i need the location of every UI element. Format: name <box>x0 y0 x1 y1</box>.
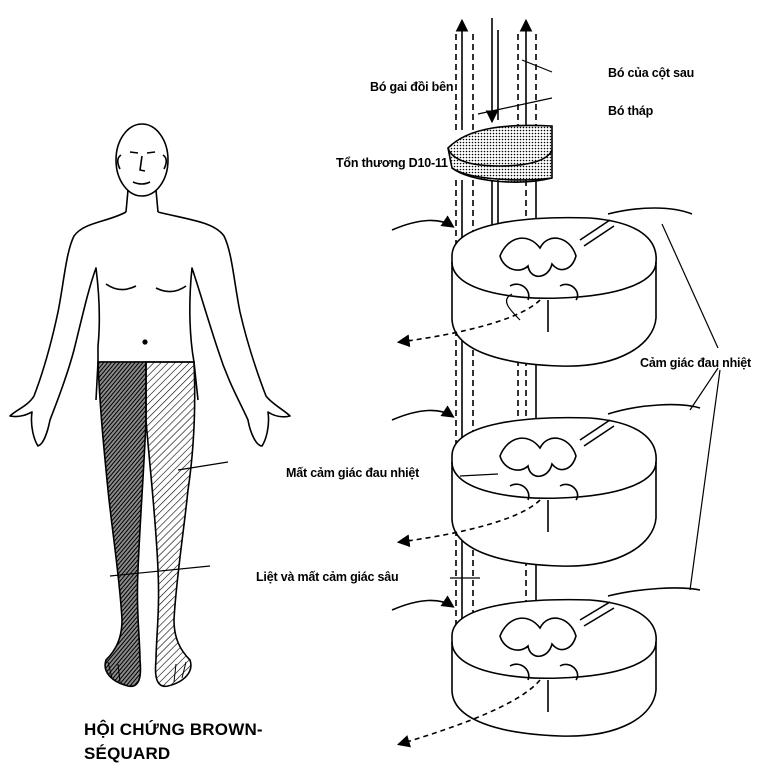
label-lesion: Tổn thương D10-11 <box>336 156 448 170</box>
lesion-disc <box>448 125 552 182</box>
segment-1 <box>392 208 692 366</box>
label-pain-temp: Cảm giác đau nhiệt <box>640 356 751 370</box>
label-loss-pain-temp: Mất cảm giác đau nhiệt <box>286 466 419 480</box>
right-leg-hatched <box>146 362 195 686</box>
title-line-2: SÉQUARD <box>84 742 263 766</box>
diagram-title: HỘI CHỨNG BROWN- SÉQUARD <box>84 718 263 766</box>
title-line-1: HỘI CHỨNG BROWN- <box>84 718 263 742</box>
segment-2 <box>392 405 700 566</box>
legs <box>98 362 228 686</box>
label-paralysis: Liệt và mất cảm giác sâu <box>256 570 399 584</box>
label-spinothalamic: Bó gai đồi bên <box>370 80 453 94</box>
left-leg-dense <box>98 362 146 686</box>
label-dorsal-column: Bó của cột sau <box>608 66 694 80</box>
label-pyramidal: Bó tháp <box>608 104 653 118</box>
pain-temp-pointers <box>662 224 720 590</box>
tract-arrows <box>456 18 536 130</box>
spinal-cord-diagram <box>392 18 720 744</box>
segment-3 <box>392 588 700 744</box>
